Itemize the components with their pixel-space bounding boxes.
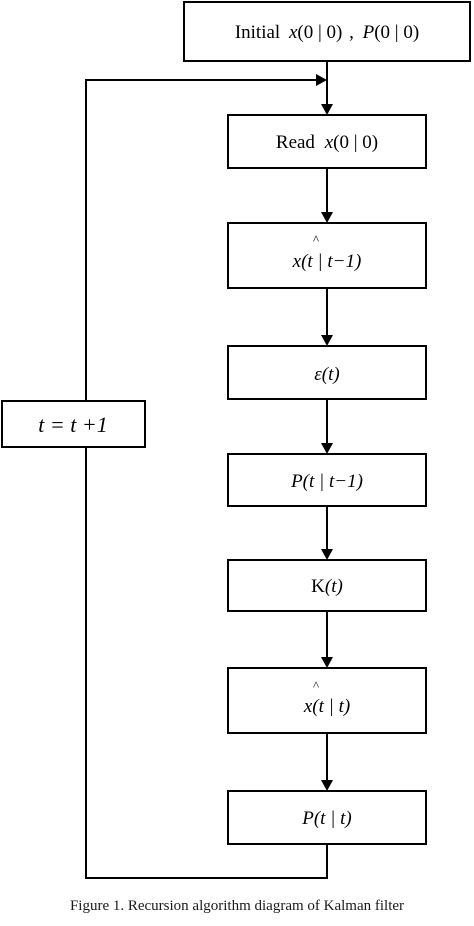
- kalman-gain-box: K(t): [227, 559, 427, 612]
- increment-label: t = t +1: [38, 412, 107, 437]
- figure-caption: Figure 1. Recursion algorithm diagram of…: [69, 898, 405, 914]
- innovation-label: ε(t): [314, 364, 339, 385]
- initial-label: Initial x(0 | 0) , P(0 | 0): [235, 22, 419, 43]
- state-prediction-box: ^ x(t | t−1): [227, 222, 427, 289]
- increment-box: t = t +1: [1, 400, 146, 448]
- prior-covariance-label: P(t | t−1): [290, 471, 363, 492]
- state-update-box: ^ x(t | t): [227, 667, 427, 734]
- initial-box: Initial x(0 | 0) , P(0 | 0): [183, 1, 471, 62]
- feedback-loop-arrow: [85, 74, 328, 879]
- arrow-initial-to-read: [321, 61, 333, 115]
- arrow-innovation-to-prior-covariance: [321, 399, 333, 454]
- state-update-hat: ^: [313, 678, 319, 693]
- state-prediction-hat: ^: [313, 232, 319, 247]
- arrow-read-to-prediction: [321, 168, 333, 223]
- read-box: Read x(0 | 0): [227, 114, 427, 169]
- state-prediction-label: x(t | t−1): [292, 251, 362, 272]
- arrow-gain-to-update: [321, 611, 333, 668]
- prior-covariance-box: P(t | t−1): [227, 453, 427, 507]
- arrow-update-to-posterior-covariance: [321, 733, 333, 791]
- posterior-covariance-label: P(t | t): [301, 808, 352, 829]
- posterior-covariance-box: P(t | t): [227, 790, 427, 845]
- state-update-label: x(t | t): [303, 696, 350, 717]
- arrow-prediction-to-innovation: [321, 288, 333, 346]
- innovation-box: ε(t): [227, 345, 427, 400]
- read-label: Read x(0 | 0): [276, 132, 378, 153]
- arrow-prior-covariance-to-gain: [321, 506, 333, 560]
- kalman-gain-label: K(t): [311, 576, 343, 597]
